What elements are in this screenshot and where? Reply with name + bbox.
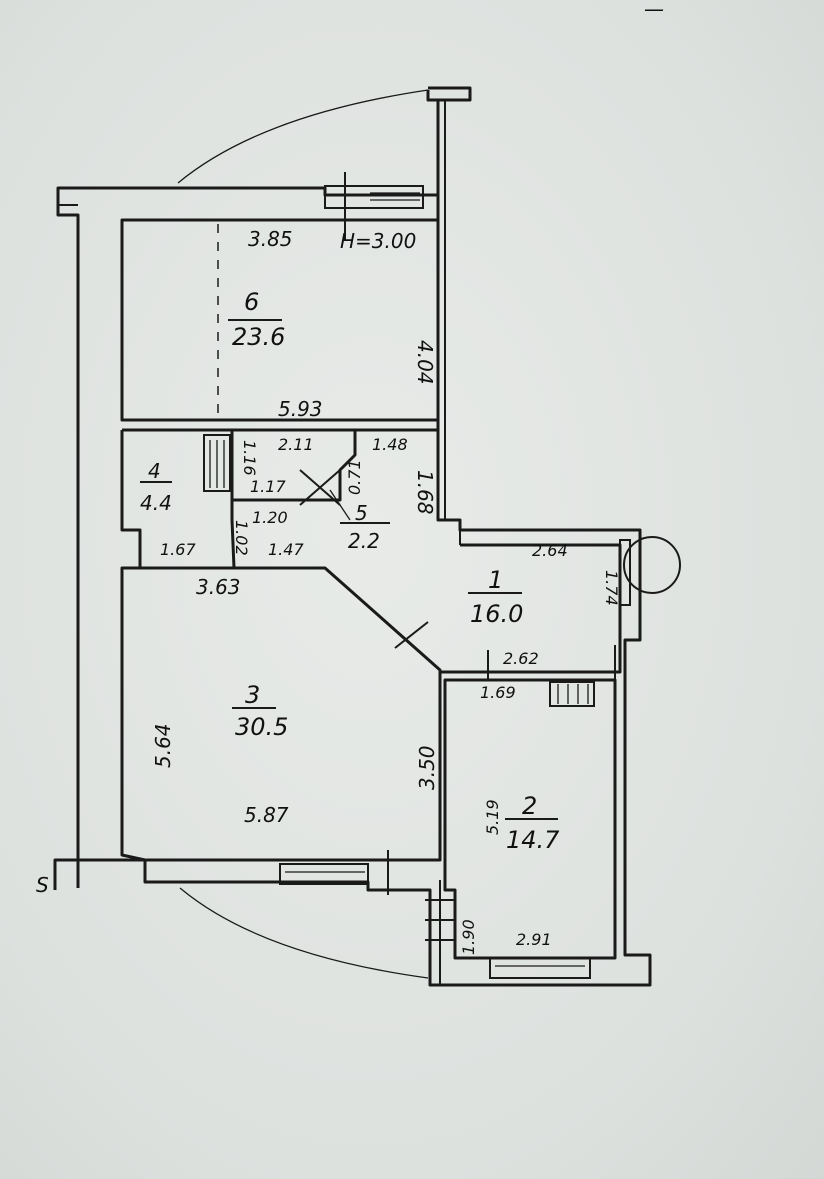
room-2-walls — [443, 678, 617, 960]
corridor-vertical-dim-a: 1.16 — [240, 440, 259, 476]
left-edge-mark: S — [36, 873, 49, 897]
room-3-walls — [120, 566, 442, 862]
window-bottom — [279, 863, 369, 885]
room-3-bottom-dim: 5.87 — [244, 803, 289, 827]
corridor-mid-dim-b: 1.20 — [252, 508, 288, 527]
room-5-area: 2.2 — [348, 529, 380, 553]
room-6-number: 6 — [244, 288, 259, 316]
room-3-door — [394, 621, 429, 649]
room-2-left-dim: 5.19 — [483, 799, 502, 835]
room-2-area: 14.7 — [506, 826, 560, 854]
room-1-number: 1 — [488, 566, 503, 594]
room-1-area: 16.0 — [470, 600, 523, 628]
room-3-left-dim: 5.64 — [151, 723, 175, 768]
ceiling-height: H=3.00 — [340, 229, 416, 253]
corridor-vertical-dim-c: 1.02 — [232, 520, 251, 556]
room-6-area: 23.6 — [232, 323, 285, 351]
room-2-bottom-dim: 2.91 — [516, 930, 552, 949]
room-2-number: 2 — [522, 792, 537, 820]
room-4-area: 4.4 — [140, 491, 172, 515]
room-5-leader — [329, 489, 351, 521]
radiator — [549, 681, 595, 707]
corridor-low-dim-a: 1.67 — [160, 540, 196, 559]
storage-shelf — [203, 434, 231, 492]
corridor-top-dim-b: 1.48 — [372, 435, 408, 454]
corridor-vertical-dim-b: 0.71 — [345, 459, 364, 495]
room-3-area: 30.5 — [235, 713, 288, 741]
room-5-number: 5 — [355, 501, 368, 525]
balcony-top-arc — [177, 89, 429, 184]
room-1-walls — [440, 543, 622, 674]
room-6-bottom-dim: 5.93 — [278, 397, 323, 421]
window-room-2 — [489, 957, 591, 979]
room-3-number: 3 — [245, 681, 260, 709]
room-3-top-dim: 3.63 — [196, 575, 241, 599]
window-top — [324, 185, 424, 209]
room-3-right-dim: 3.50 — [415, 745, 439, 790]
room-1-bottom-dim: 2.62 — [503, 649, 539, 668]
balcony-bottom-arc — [179, 887, 429, 979]
column — [623, 536, 681, 594]
corridor-mid-dim-a: 1.17 — [250, 477, 286, 496]
corridor-walls — [120, 428, 438, 569]
corridor-low-dim-b: 1.47 — [268, 540, 304, 559]
room-6-top-dim: 3.85 — [248, 227, 293, 251]
room-4-number: 4 — [148, 459, 161, 483]
corridor-right-dim: 1.68 — [413, 470, 437, 515]
room-1-right-dim: 1.74 — [602, 570, 621, 606]
room-6-walls — [120, 218, 440, 422]
room-2-top-dim: 1.69 — [480, 683, 516, 702]
room-1-top-dim: 2.64 — [532, 541, 568, 560]
room-5-door-b — [299, 469, 341, 506]
corridor-top-dim-a: 2.11 — [278, 435, 314, 454]
top-right-mark: — — [644, 0, 664, 21]
room-6-right-dim: 4.04 — [413, 340, 437, 385]
column-base — [619, 539, 631, 606]
room-2-low-left-dim: 1.90 — [459, 919, 478, 955]
